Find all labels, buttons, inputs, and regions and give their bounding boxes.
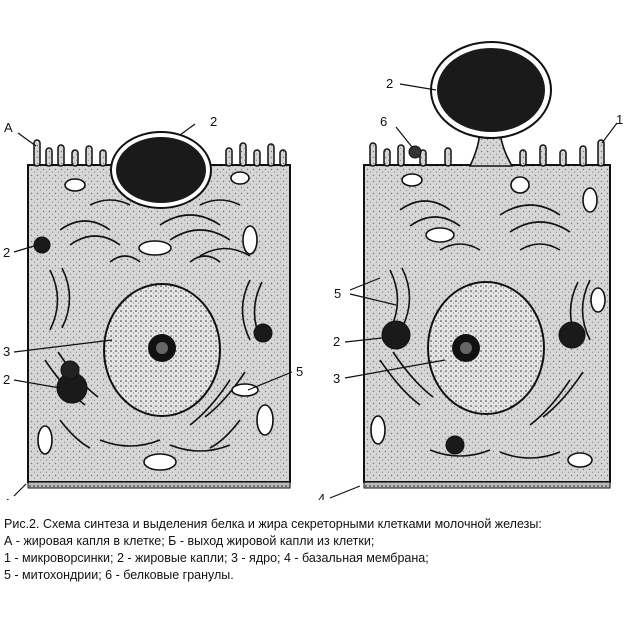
right-label-granule: 6 xyxy=(380,114,387,129)
right-small-fat-1 xyxy=(381,320,411,350)
left-labels: А 2 2 3 2 5 4 А xyxy=(3,114,303,500)
left-mitochondria xyxy=(37,171,274,471)
right-label-fat-left: 2 xyxy=(333,334,340,349)
caption-line-4: 5 - митохондрии; 6 - белковые гранулы. xyxy=(4,568,234,582)
left-label-fat-left: 2 xyxy=(3,245,10,260)
right-label-mito: 5 xyxy=(334,286,341,301)
cell-diagram: А 2 2 3 2 5 4 А 2 6 1 5 2 3 4 Б xyxy=(3,41,623,500)
left-label-fat-left-lower: 2 xyxy=(3,372,10,387)
right-small-fat-2 xyxy=(558,321,586,349)
left-label-nucleus: 3 xyxy=(3,344,10,359)
right-basal-membrane xyxy=(363,481,611,489)
caption-line-1: Рис.2. Схема синтеза и выделения белка и… xyxy=(4,517,542,531)
right-nucleus xyxy=(427,281,545,415)
caption-line-3: 1 - микроворсинки; 2 - жировые капли; 3 … xyxy=(4,551,429,565)
left-cell xyxy=(27,131,291,489)
left-label-fat-top: 2 xyxy=(210,114,217,129)
left-microvilli xyxy=(33,139,287,167)
right-labels: 2 6 1 5 2 3 4 Б xyxy=(318,76,623,500)
caption-line-2: А - жировая капля в клетке; Б - выход жи… xyxy=(4,534,375,548)
left-basal-membrane xyxy=(27,481,291,489)
left-panel-label: А xyxy=(128,498,137,500)
right-mitochondria xyxy=(370,173,606,468)
left-small-fat-2 xyxy=(253,323,273,343)
left-er-strands xyxy=(44,199,263,452)
leader-lines xyxy=(13,83,618,499)
left-small-fat-1 xyxy=(33,236,51,254)
right-label-fat-top: 2 xyxy=(386,76,393,91)
right-cell xyxy=(363,41,611,489)
right-panel-label: Б xyxy=(486,498,495,500)
right-protein-granule xyxy=(408,145,422,159)
left-label-a: А xyxy=(4,120,13,135)
figure-caption: Рис.2. Схема синтеза и выделения белка и… xyxy=(4,516,626,584)
right-label-membrane: 4 xyxy=(318,491,325,500)
right-er-strands xyxy=(379,200,591,459)
right-label-nucleus: 3 xyxy=(333,371,340,386)
right-microvilli xyxy=(369,139,605,167)
right-label-microvilli: 1 xyxy=(616,112,623,127)
left-label-membrane: 4 xyxy=(3,496,10,500)
left-label-mito: 5 xyxy=(296,364,303,379)
